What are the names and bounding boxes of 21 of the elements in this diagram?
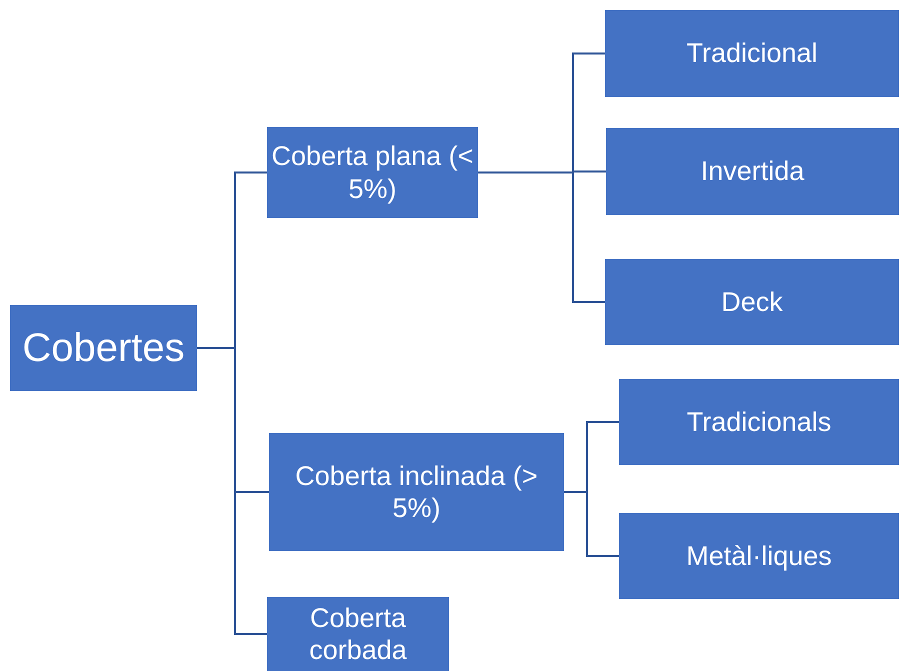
- category-box: [10, 305, 197, 391]
- category-box: [605, 10, 899, 97]
- category-box: [606, 128, 899, 215]
- box-label: Coberta corbada: [308, 602, 408, 666]
- box-label: Coberta plana (< 5%): [271, 140, 474, 205]
- connector-line: [197, 347, 267, 635]
- category-box: [619, 379, 899, 465]
- connector-line: [564, 491, 619, 557]
- category-box: [267, 597, 449, 671]
- box-label: Tradicional: [686, 37, 818, 70]
- category-box: [605, 259, 899, 345]
- box-label: Tradicionals: [686, 406, 832, 438]
- box-label: Invertida: [700, 155, 804, 188]
- box-label: Deck: [721, 286, 783, 318]
- category-box: [619, 513, 899, 599]
- box-label: Cobertes: [22, 325, 185, 372]
- box-label: Coberta inclinada (> 5%): [294, 460, 539, 524]
- box-label: Metàl·liques: [686, 540, 832, 572]
- category-box: [269, 433, 564, 551]
- connector-line: [478, 172, 605, 303]
- category-box: [267, 127, 478, 218]
